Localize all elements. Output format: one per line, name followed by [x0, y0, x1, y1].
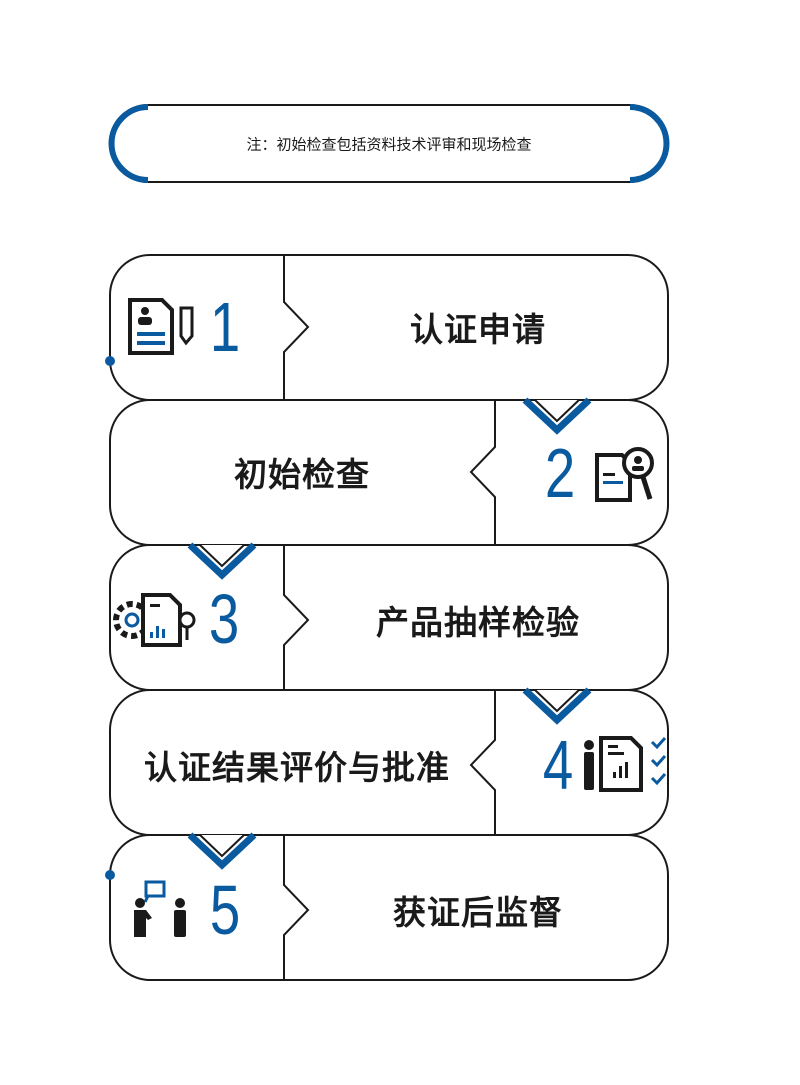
step-4-label: 认证结果评价与批准 — [144, 748, 450, 787]
connector-4-5 — [187, 832, 257, 870]
step-2-number: 2 — [544, 434, 576, 512]
gear-report-icon — [113, 593, 196, 647]
step-1-divider — [283, 255, 310, 400]
document-magnifier-icon — [595, 447, 654, 502]
person-report-checklist-icon — [584, 736, 667, 792]
start-dot-marker — [105, 356, 115, 366]
note-left-accent — [108, 104, 149, 183]
connector-2-3 — [187, 542, 257, 580]
note-right-accent — [629, 104, 670, 183]
step-5-label: 获证后监督 — [393, 893, 563, 932]
end-dot-marker — [105, 870, 115, 880]
step-5-divider — [283, 835, 310, 980]
step-1-number: 1 — [209, 288, 241, 366]
connector-1-2 — [522, 397, 592, 435]
note-text: 注：初始检查包括资料技术评审和现场检查 — [246, 135, 532, 154]
people-discussion-icon — [134, 880, 186, 937]
step-5-box — [109, 834, 669, 981]
step-1-label: 认证申请 — [410, 310, 546, 349]
step-2-box — [109, 399, 669, 546]
step-5-number: 5 — [209, 871, 241, 949]
step-3-label: 产品抽样检验 — [376, 603, 580, 642]
connector-3-4 — [522, 687, 592, 725]
step-2-label: 初始检查 — [234, 455, 370, 494]
step-3-divider — [283, 545, 310, 690]
step-4-divider — [469, 690, 496, 835]
step-1-box — [109, 254, 669, 401]
application-form-icon — [128, 298, 194, 355]
step-3-number: 3 — [208, 580, 240, 658]
step-4-number: 4 — [542, 726, 574, 804]
step-2-divider — [469, 400, 496, 545]
